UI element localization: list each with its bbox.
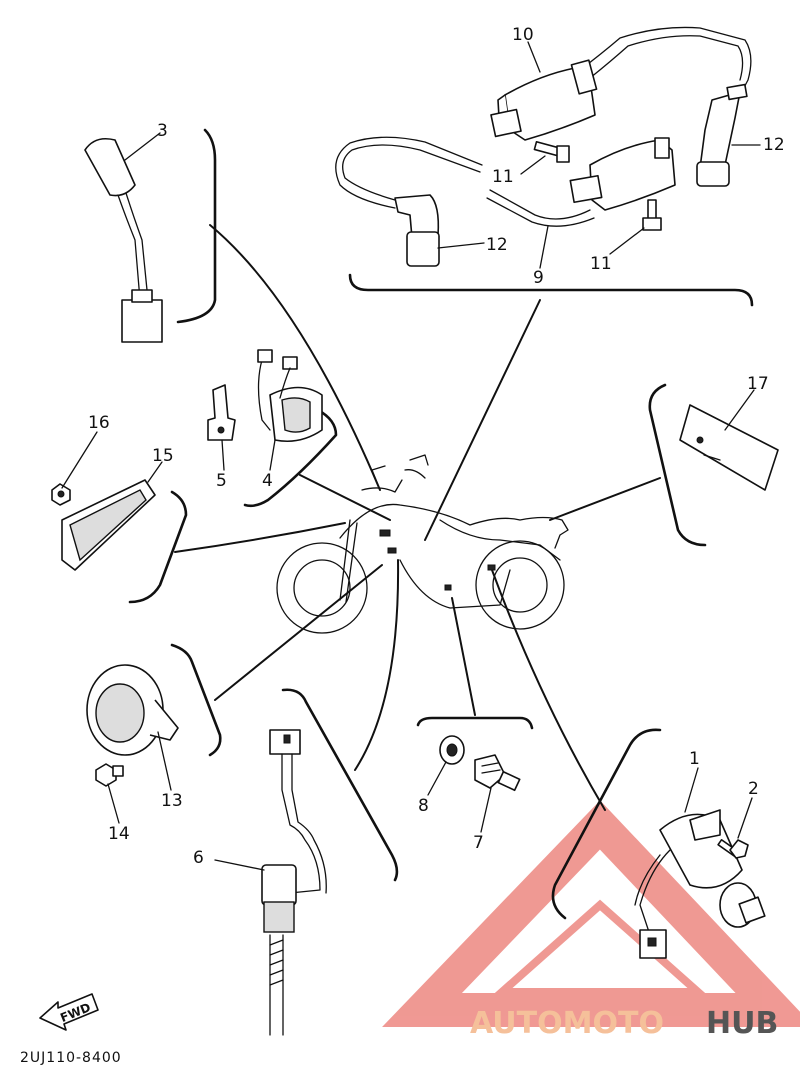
callout-leaders xyxy=(61,41,761,871)
nut-16-icon xyxy=(51,483,71,506)
motorcycle-outline xyxy=(276,454,569,634)
part-label-9: 9 xyxy=(533,268,544,288)
part-label-12a: 12 xyxy=(763,135,785,155)
horn-13-icon xyxy=(86,664,179,756)
reflector-17-icon xyxy=(679,404,779,491)
part-label-16: 16 xyxy=(88,413,110,433)
part-label-6: 6 xyxy=(193,848,204,868)
leader-lines xyxy=(174,224,661,811)
spark-plug-cap-12-icon xyxy=(696,83,748,187)
bracket-5-icon xyxy=(207,384,236,441)
part-label-7: 7 xyxy=(473,833,484,853)
part-label-17: 17 xyxy=(747,374,769,394)
part-number-labels: 1 2 3 4 5 6 7 8 9 10 11 11 12 12 13 14 1… xyxy=(88,25,785,868)
part-label-10: 10 xyxy=(512,25,534,45)
spark-plug-cap-12b-icon xyxy=(394,194,440,267)
part-label-4: 4 xyxy=(262,471,273,491)
watermark-text: AUTOMOTO HUB xyxy=(470,1006,778,1041)
diagram-code: 2UJ110-8400 xyxy=(20,1050,122,1066)
fwd-arrow-icon: FWD xyxy=(39,993,99,1031)
ignition-coil-10-icon xyxy=(490,26,752,141)
part-label-15: 15 xyxy=(152,446,174,466)
bolt-11-upper-icon xyxy=(533,140,570,163)
switch-7-icon xyxy=(474,754,521,792)
part-label-3: 3 xyxy=(157,121,168,141)
part-label-1: 1 xyxy=(689,749,700,769)
part-label-11a: 11 xyxy=(492,167,514,187)
part-label-11b: 11 xyxy=(590,254,612,274)
ignition-coil-9-icon xyxy=(335,136,676,227)
switch-3-icon xyxy=(84,137,163,343)
washer-8-icon xyxy=(439,735,465,765)
relay-4-icon xyxy=(257,349,323,443)
reflector-15-icon xyxy=(61,479,156,571)
screw-2-icon xyxy=(717,839,749,859)
part-label-14: 14 xyxy=(108,824,130,844)
bolt-11-lower-icon xyxy=(642,199,662,231)
group-brackets xyxy=(128,128,754,920)
watermark-text-hub: HUB xyxy=(706,1006,778,1041)
watermark-text-automoto: AUTOMOTO xyxy=(470,1006,664,1041)
part-label-13: 13 xyxy=(161,791,183,811)
main-switch-1-icon xyxy=(634,809,766,959)
sensor-6-icon xyxy=(261,729,327,1036)
bolt-14-icon xyxy=(95,763,124,787)
part-label-12b: 12 xyxy=(486,235,508,255)
part-label-2: 2 xyxy=(748,779,759,799)
part-label-8: 8 xyxy=(418,796,429,816)
part-label-5: 5 xyxy=(216,471,227,491)
